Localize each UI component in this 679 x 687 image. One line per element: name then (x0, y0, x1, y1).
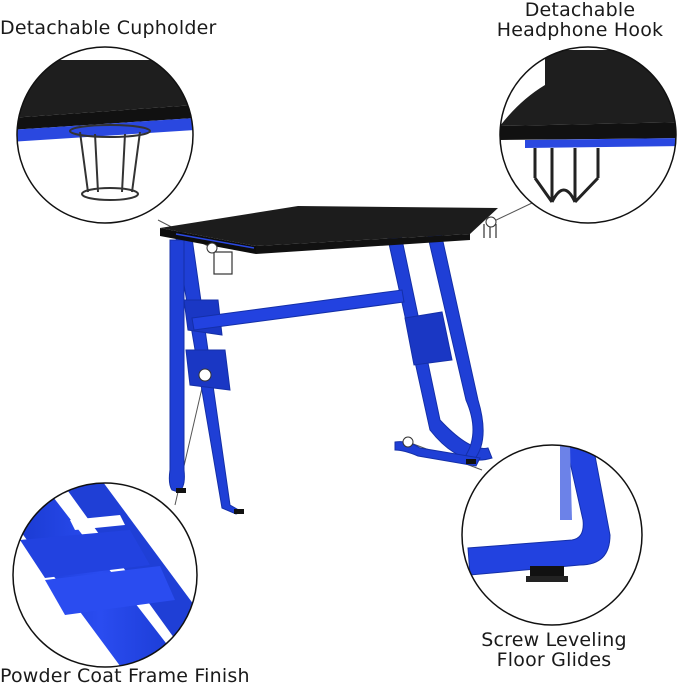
desk-top (160, 206, 498, 254)
floor-glides-label: Screw Leveling Floor Glides (468, 630, 640, 670)
glide-marker-dot (402, 436, 414, 448)
desk (160, 206, 498, 515)
frame-finish-detail-inset (12, 482, 198, 668)
desk-right-leg (385, 227, 493, 467)
headphone-hook-label-line2: Headphone Hook (496, 19, 664, 41)
cupholder-label: Detachable Cupholder (0, 17, 217, 39)
headphone-hook-label-line1: Detachable (524, 0, 636, 21)
hook-marker-dot (485, 216, 497, 228)
floor-glide-foot (530, 566, 564, 576)
cupholder-marker-dot (206, 242, 218, 254)
desk-crossbar (191, 289, 405, 331)
headphone-hook-label: Detachable Headphone Hook (484, 0, 676, 40)
headphone-hook-detail-inset (499, 46, 677, 224)
glide-3 (466, 459, 476, 464)
floor-glides-label-line2: Floor Glides (496, 649, 612, 671)
floor-glides-label-line1: Screw Leveling (481, 629, 627, 651)
frame-finish-label: Powder Coat Frame Finish (0, 665, 250, 687)
glide-2 (234, 509, 244, 514)
glide-1 (176, 488, 186, 493)
cupholder-detail-inset (16, 46, 194, 224)
desk-cupholder (213, 251, 233, 275)
frame-marker-dot (198, 368, 212, 382)
floor-glide-detail-inset (461, 444, 643, 626)
headphone-callout-line (491, 202, 533, 223)
